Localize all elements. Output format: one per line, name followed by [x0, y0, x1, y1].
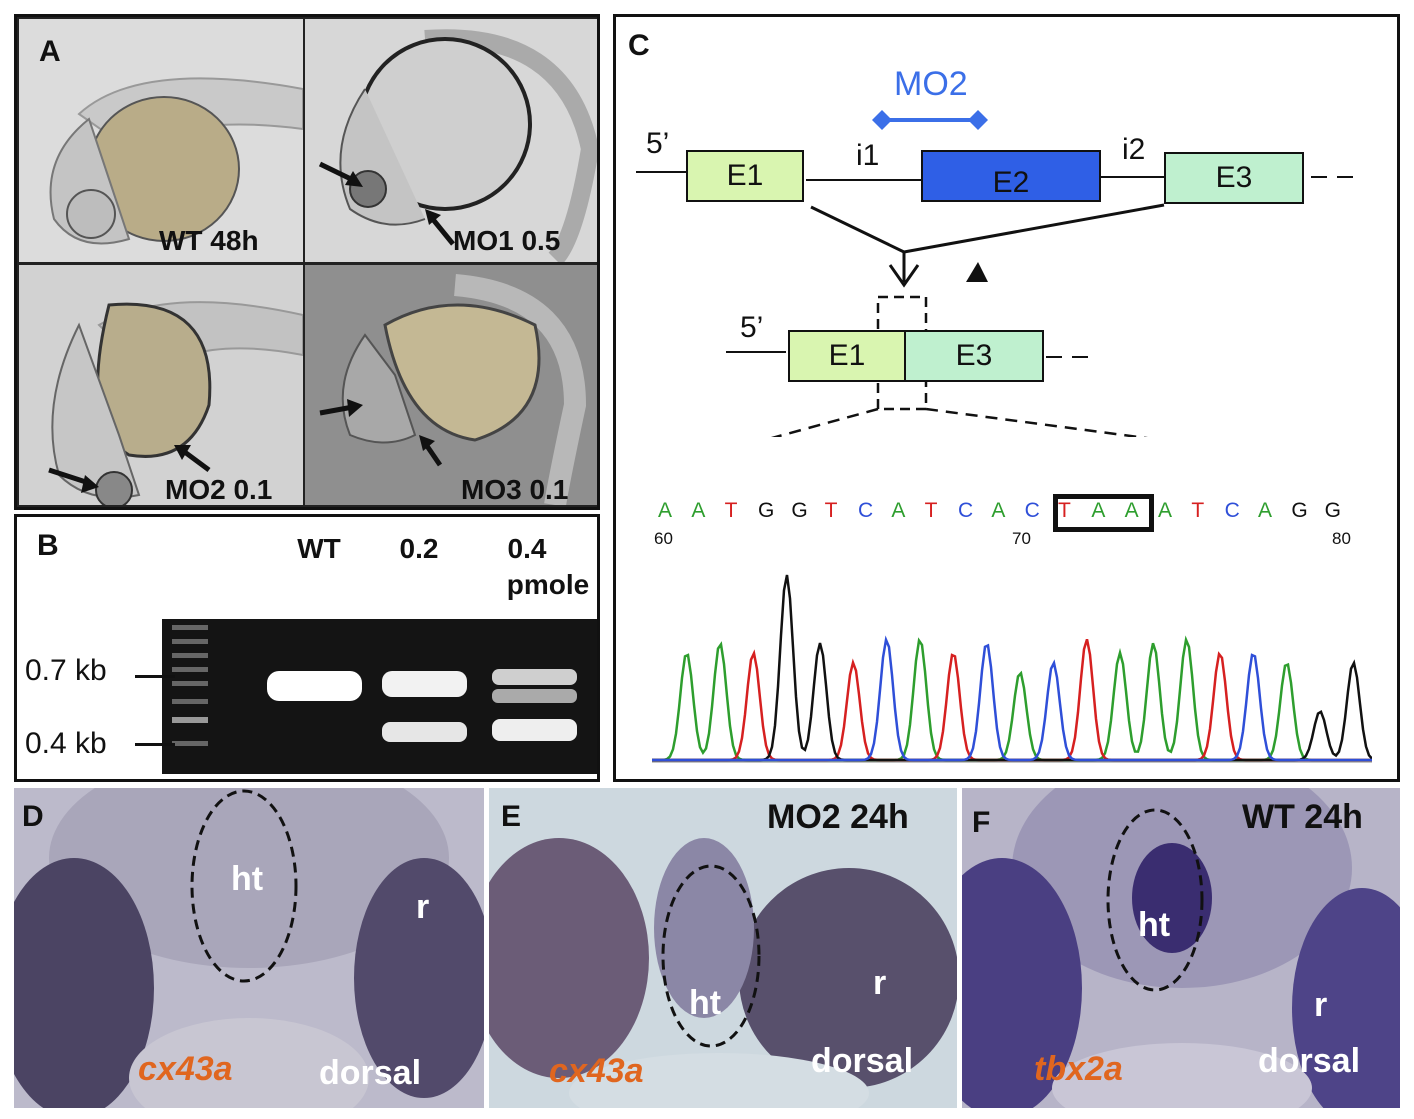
gel-image [162, 619, 597, 774]
heart-label: ht [1138, 906, 1171, 944]
panel-a: WT 48h MO1 0.5 MO2 0.1 [14, 14, 600, 510]
sequence-base: A [1124, 499, 1139, 522]
sequence-base: C [958, 499, 974, 522]
marker-tick [135, 675, 175, 678]
marker-0.7kb: 0.7 kb [25, 654, 107, 687]
gene-label: cx43a [138, 1050, 233, 1088]
embryo-image-mo1 [305, 19, 597, 262]
chromatogram [652, 574, 1372, 763]
gene-label: cx43a [549, 1052, 644, 1090]
retina-label: r [416, 888, 430, 926]
view-label: dorsal [811, 1042, 914, 1080]
exon-e1: E1 [686, 150, 804, 202]
spliced-exon-e1: E1 [788, 330, 906, 382]
sequence-base: T [1191, 499, 1205, 522]
lane-label-0.4: 0.4 [507, 533, 547, 564]
sequence-base: G [758, 499, 775, 522]
view-label: dorsal [319, 1054, 422, 1092]
sequence-base: G [791, 499, 808, 522]
lane-label-0.2: 0.2 [399, 533, 439, 564]
sequence-base: A [658, 499, 673, 522]
sequence-base: A [1158, 499, 1173, 522]
panel-f: F WT 24h ht r tbx2a dorsal [962, 788, 1400, 1108]
unit-label: pmole [506, 569, 590, 600]
sequence-base: G [1291, 499, 1308, 522]
tile-caption: WT 48h [159, 225, 259, 256]
panel-label-b: B [37, 529, 59, 562]
mo2-bracket [872, 110, 988, 130]
sequence-base: C [1224, 499, 1240, 522]
panel-label-f: F [972, 806, 991, 839]
sequence-base: A [691, 499, 706, 522]
tile-caption: MO1 0.5 [453, 225, 561, 256]
panel-label-d: D [22, 800, 44, 833]
sequence-base: A [991, 499, 1006, 522]
sequence-base: T [1058, 499, 1071, 522]
sequence-base: G [1324, 499, 1341, 522]
panel-b: B WT 0.2 0.4 pmole 0.7 kb 0.4 kb [14, 514, 600, 782]
panel-label-c: C [628, 29, 650, 62]
sequence-base: A [1258, 499, 1273, 522]
mo2-label: MO2 [894, 65, 968, 103]
tile-caption: MO2 0.1 [165, 474, 273, 505]
position-tick-70: 70 [1012, 529, 1031, 548]
sequence-base: C [1024, 499, 1040, 522]
intron-i1: i1 [856, 139, 880, 172]
lane-label-wt: WT [297, 533, 341, 564]
exon-e3: E3 [1164, 152, 1304, 204]
panel-e: E MO2 24h ht r cx43a dorsal [489, 788, 957, 1108]
trace-C [652, 635, 1372, 762]
stop-codon-box [1053, 494, 1154, 532]
marker-0.4kb: 0.4 kb [25, 727, 107, 760]
five-prime-label: 5’ [740, 311, 764, 344]
spliced-exon-e3: E3 [904, 330, 1044, 382]
marker-tick [135, 743, 175, 746]
sequence-base: A [1091, 499, 1106, 522]
sequence-base: T [724, 499, 738, 522]
panel-d: D ht r cx43a dorsal [14, 788, 484, 1108]
embryo-image-wt [19, 19, 303, 262]
embryo-image-mo2 [19, 265, 303, 505]
sequence-base: C [858, 499, 874, 522]
embryo-image-mo3 [305, 265, 597, 505]
tile-caption: MO3 0.1 [461, 474, 569, 505]
condition-caption: WT 24h [1242, 798, 1363, 836]
exon-e2: E2 [921, 150, 1101, 202]
view-label: dorsal [1258, 1042, 1361, 1080]
panel-label-a: A [39, 35, 61, 68]
intron-i2: i2 [1122, 133, 1146, 166]
sequence-base: A [891, 499, 906, 522]
heart-label: ht [231, 860, 264, 898]
retina-label: r [873, 964, 887, 1002]
five-prime-label: 5’ [646, 127, 670, 160]
sequence-base: T [924, 499, 938, 522]
gene-label: tbx2a [1034, 1050, 1123, 1088]
panel-label-e: E [501, 800, 522, 833]
sequence-base: T [824, 499, 838, 522]
heart-label: ht [689, 984, 722, 1022]
position-tick-60: 60 [654, 529, 673, 548]
trace-T [652, 638, 1372, 762]
condition-caption: MO2 24h [767, 798, 909, 836]
position-tick-80: 80 [1332, 529, 1351, 548]
retina-label: r [1314, 986, 1328, 1024]
